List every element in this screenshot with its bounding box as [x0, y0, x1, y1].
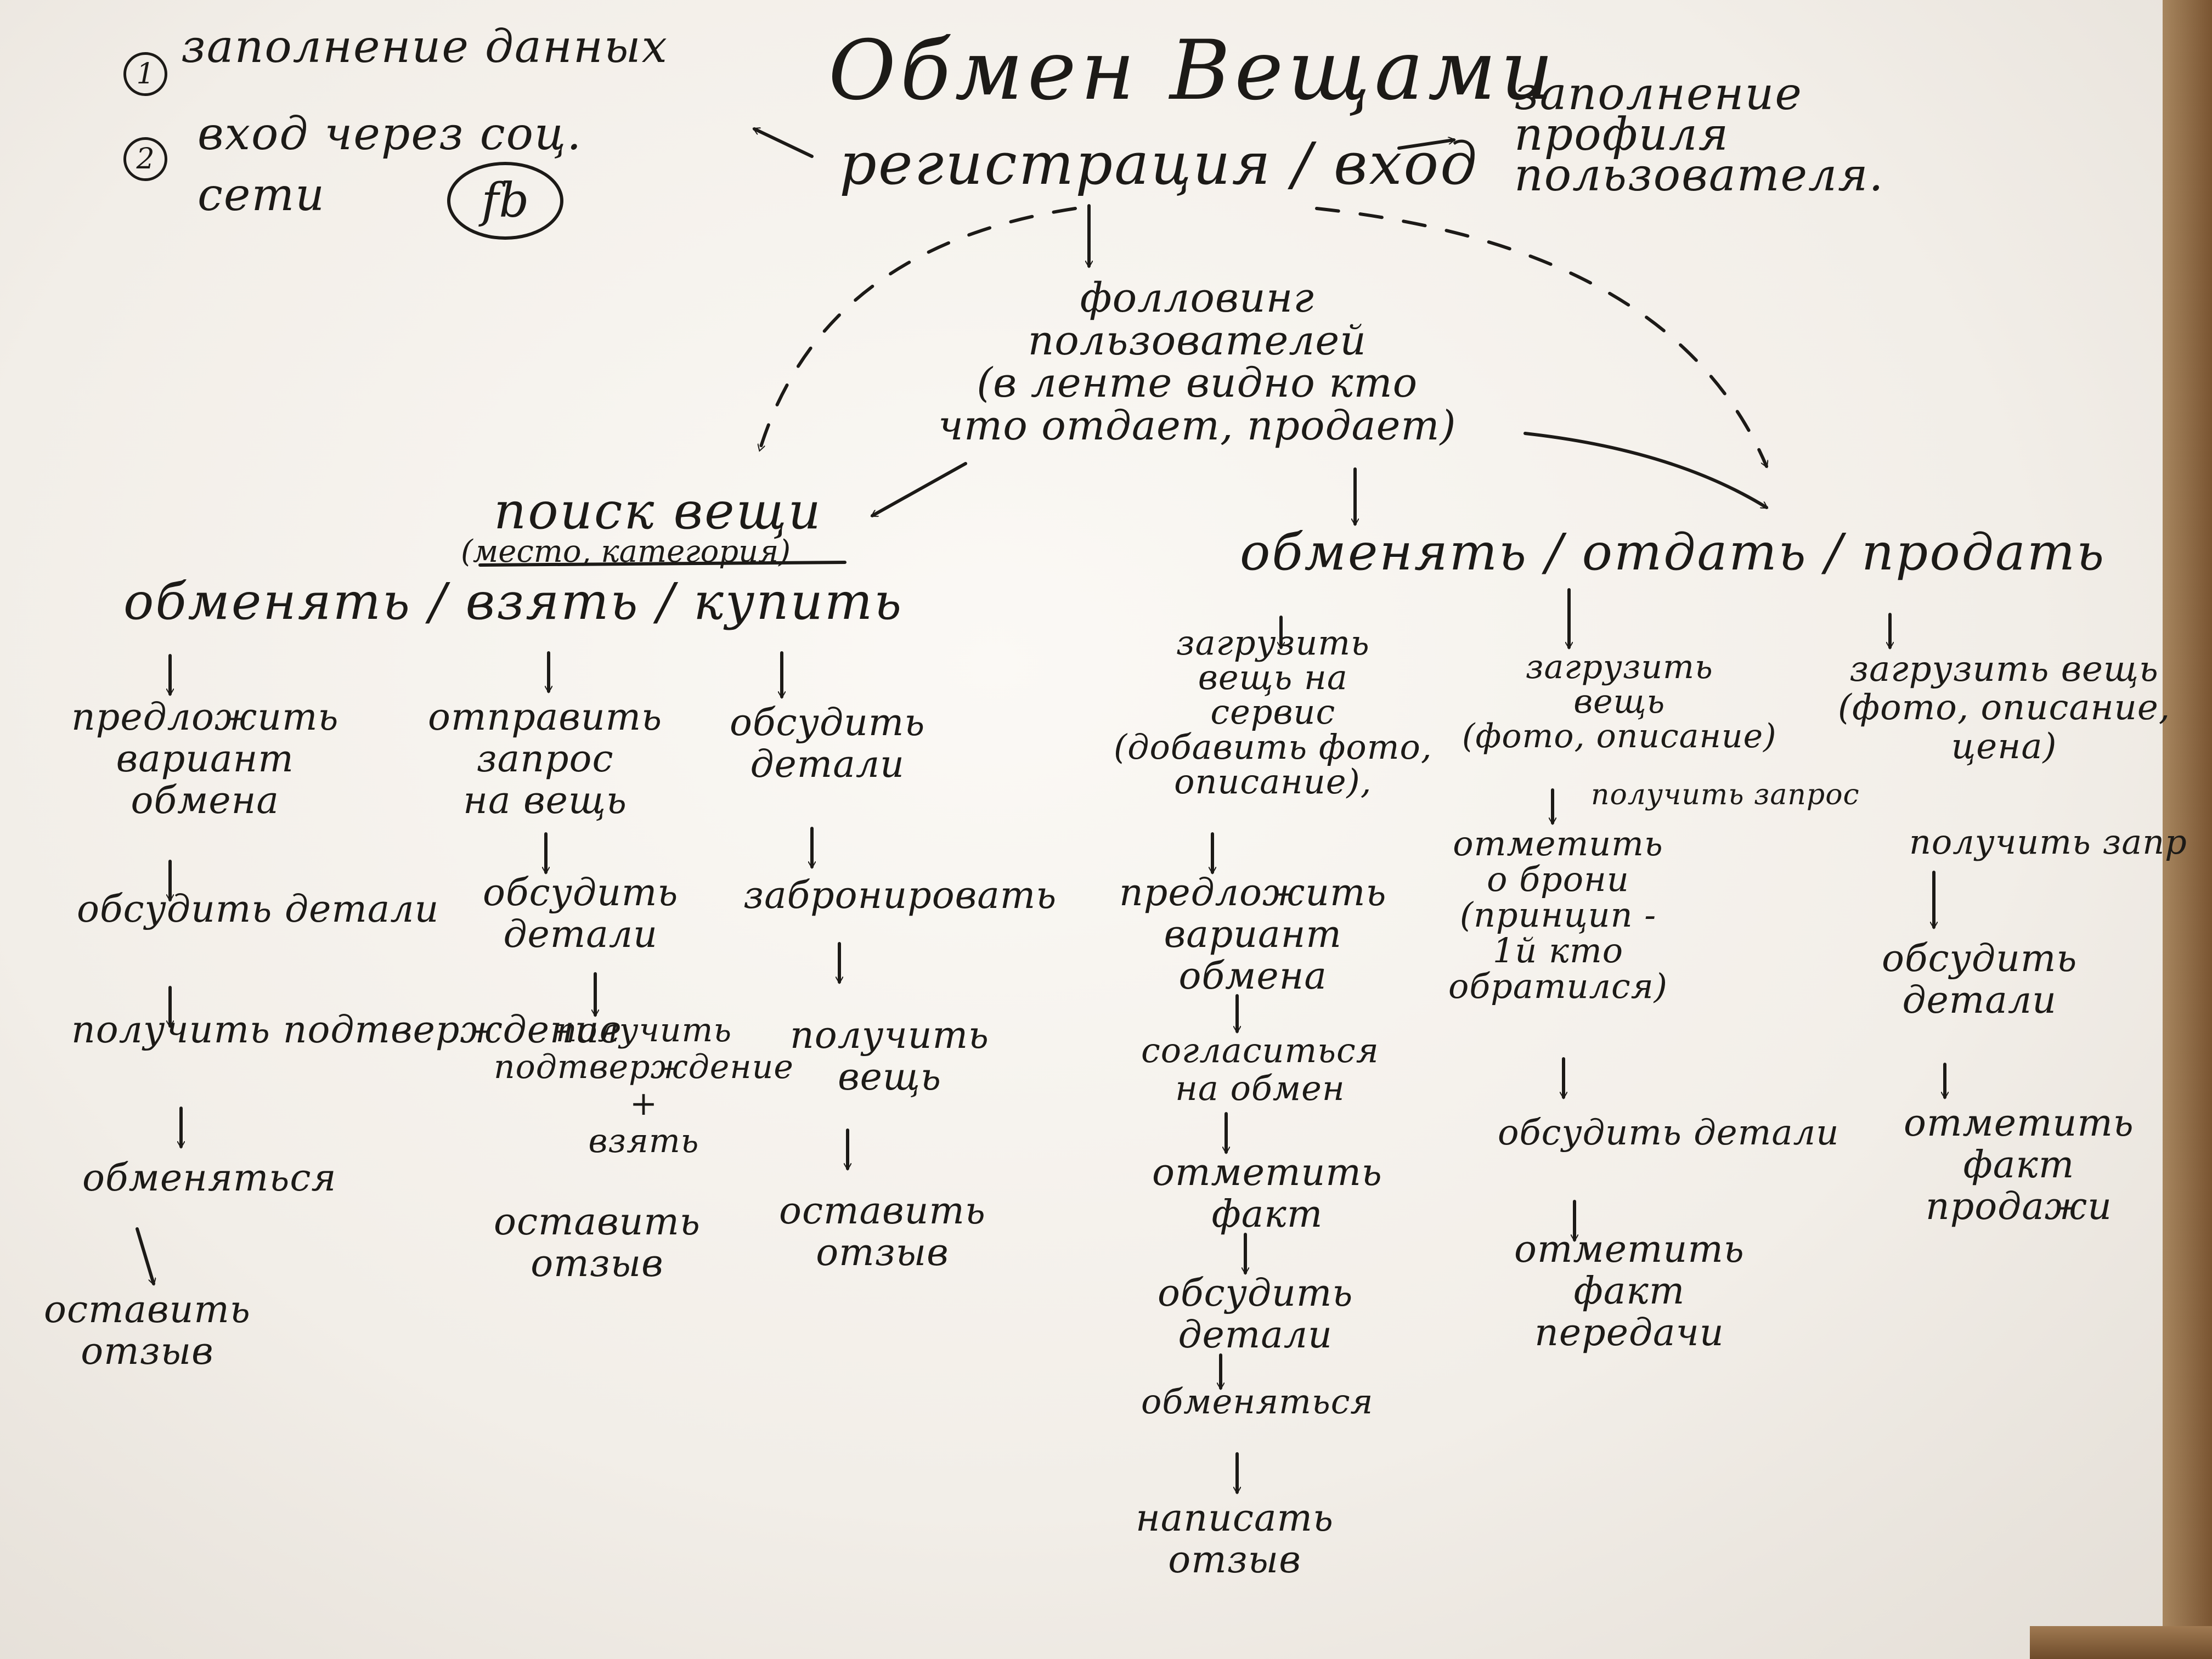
- s1-step-review: оставить отзыв: [44, 1288, 251, 1374]
- s3-step-review: оставить отзыв: [779, 1189, 986, 1275]
- o3-step-get-request: получить запр: [1909, 822, 2187, 862]
- o2-step-get-request: получить запрос: [1591, 778, 1860, 811]
- o3-step-discuss: обсудить детали: [1882, 937, 2078, 1023]
- login-node: регистрация / вход: [839, 130, 1479, 198]
- table-corner: [2030, 1626, 2212, 1659]
- arrow-login-to-options: [754, 129, 814, 158]
- arrow-s1-e: [136, 1227, 154, 1284]
- s2-step-review: оставить отзыв: [494, 1200, 701, 1286]
- o1-step-exchange: обменяться: [1141, 1381, 1374, 1421]
- arrow-following-to-search: [872, 462, 967, 517]
- o1-step-propose: предложить вариант обмена: [1119, 871, 1387, 998]
- o1-step-mark: отметить факт: [1152, 1151, 1383, 1237]
- offer-actions: обменять / отдать / продать: [1240, 523, 2106, 582]
- o2-step-mark-reserve: отметить о брони (принцип - 1й кто обрат…: [1448, 823, 1668, 1007]
- s1-step-confirm: получить подтверждение: [71, 1008, 622, 1052]
- option-number-2: 2: [123, 137, 167, 181]
- arrow-login-to-profile: [1397, 140, 1454, 150]
- option-fill-data: заполнение данных: [181, 21, 668, 73]
- s2-step-discuss: обсудить детали: [483, 871, 679, 957]
- s1-step-propose: предложить вариант обмена: [71, 696, 339, 823]
- profile-fill-note: заполнение профиля пользователя.: [1514, 68, 1884, 201]
- option-number-1: 1: [123, 52, 167, 96]
- search-subtitle: (место, категория): [461, 534, 791, 569]
- s3-step-get-item: получить вещь: [790, 1014, 990, 1099]
- s3-step-reserve: забронировать: [743, 874, 1057, 917]
- s2-step-request: отправить запрос на вещь: [428, 696, 663, 823]
- following-node: фолловинг пользователей (в ленте видно к…: [938, 274, 1457, 450]
- table-edge: [2163, 0, 2212, 1659]
- dashed-arrow-to-sell: [1315, 207, 1767, 466]
- o2-step-upload: загрузить вещь (фото, описание): [1462, 648, 1777, 755]
- o3-step-upload: загрузить вещь (фото, описание, цена): [1838, 649, 2171, 767]
- s1-step-exchange: обменяться: [82, 1156, 337, 1200]
- o2-step-discuss: обсудить детали: [1498, 1113, 1839, 1153]
- o3-step-mark-sale: отметить факт продажи: [1904, 1102, 2134, 1229]
- s2-step-confirm-take: получить подтверждение + взять: [494, 1011, 794, 1160]
- option-social-login: вход через соц. сети: [198, 108, 583, 221]
- s1-step-discuss: обсудить детали: [77, 888, 439, 931]
- dashed-arrow-to-search: [760, 207, 1077, 450]
- arrow-following-to-sell: [1523, 432, 1767, 509]
- subtitle-underline: [478, 561, 847, 567]
- o1-step-discuss: обсудить детали: [1158, 1272, 1353, 1357]
- facebook-logo: fb: [447, 162, 563, 240]
- o1-step-agree: согласиться на обмен: [1141, 1030, 1379, 1109]
- s3-step-discuss: обсудить детали: [730, 701, 926, 787]
- o2-step-mark-transfer: отметить факт передачи: [1514, 1228, 1745, 1355]
- search-node: поиск вещи: [494, 482, 822, 540]
- diagram-title: Обмен Вещами: [828, 23, 1558, 119]
- search-actions: обменять / взять / купить: [123, 572, 904, 631]
- o1-step-review: написать отзыв: [1136, 1497, 1334, 1582]
- o1-step-upload: загрузить вещь на сервис (добавить фото,…: [1114, 623, 1432, 802]
